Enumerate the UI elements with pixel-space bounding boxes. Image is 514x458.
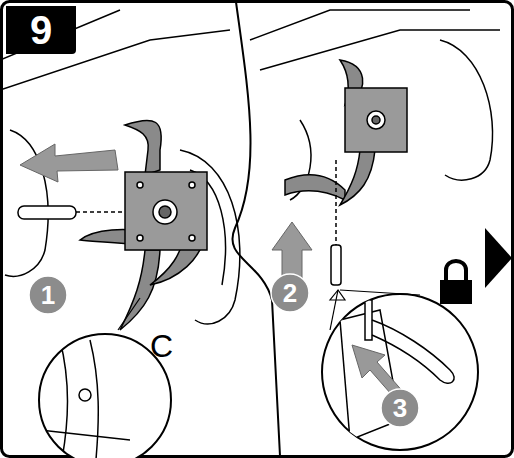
shaft: [18, 206, 76, 219]
tine-c: [80, 120, 207, 330]
part-label: C: [150, 328, 173, 365]
lock-icon: [440, 261, 472, 304]
detail-circle: [322, 294, 478, 450]
callout-circle: 2: [270, 273, 310, 313]
callout-circle: 1: [28, 275, 68, 315]
direction-arrow: [272, 222, 312, 282]
callout-number: 1: [41, 280, 55, 311]
callout-number: 2: [283, 278, 297, 309]
pin: [331, 245, 341, 285]
next-step-arrow: [485, 228, 512, 288]
step-number-box: 9: [6, 6, 76, 54]
callout-number: 3: [393, 393, 407, 424]
panel-separator: [232, 2, 280, 456]
guide-line: [335, 160, 337, 245]
guide-line: [76, 211, 130, 213]
machine-left: [0, 10, 240, 324]
detail-left: [40, 340, 130, 458]
direction-arrow: [20, 144, 118, 182]
step-number: 9: [30, 8, 52, 53]
callout-circle: 3: [380, 388, 420, 428]
detail-right: [340, 300, 454, 440]
leader-line: [118, 298, 140, 330]
tine-pair: [285, 60, 407, 205]
leader-line: [330, 290, 338, 330]
machine-right: [250, 10, 500, 200]
